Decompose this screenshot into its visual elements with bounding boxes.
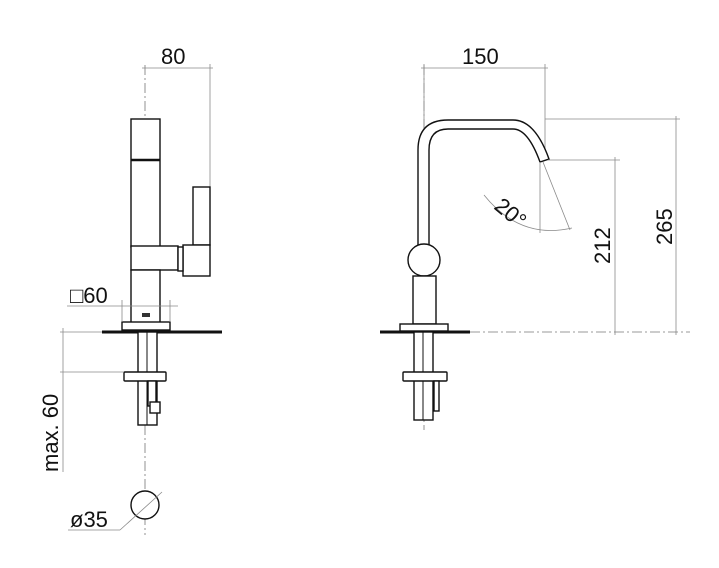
dimension-label: max. 60 [38, 394, 63, 472]
mounting-nut [123, 371, 167, 382]
dimension-label: 150 [462, 44, 499, 69]
dimension-label: □60 [70, 283, 108, 308]
dimension-label: 265 [652, 208, 677, 245]
hose-connector [433, 380, 440, 412]
dimension-150: 150 [421, 44, 548, 160]
lever-connector [177, 246, 184, 272]
dimension-square-60: □60 [67, 283, 178, 322]
dimension-hole-35: ø35 [68, 490, 163, 532]
side-view: 80 □60 max. 60 [38, 44, 222, 535]
brand-logo [142, 313, 150, 317]
dimension-label: 20° [490, 193, 532, 234]
handle-knob [407, 243, 441, 277]
lever-hub [182, 244, 211, 277]
dimension-angle-20: 20° [483, 161, 573, 234]
dimension-label: 80 [161, 44, 185, 69]
dimension-212: 212 [548, 157, 620, 335]
dimension-265: 265 [545, 116, 680, 335]
hose-fitting [149, 401, 161, 414]
spout-tube [417, 119, 550, 246]
base-plate [399, 323, 449, 332]
dimension-max-60: max. 60 [38, 328, 124, 472]
base-plate [121, 321, 171, 331]
lever-handle [192, 186, 211, 246]
front-view: 150 20° 212 265 [380, 44, 690, 430]
spout-body [130, 118, 161, 248]
lower-body [412, 275, 437, 325]
mounting-nut [402, 371, 448, 382]
joint-block [130, 245, 179, 271]
dimension-label: 212 [590, 227, 615, 264]
dimension-label: ø35 [70, 507, 108, 532]
dimension-80: 80 [142, 44, 213, 187]
